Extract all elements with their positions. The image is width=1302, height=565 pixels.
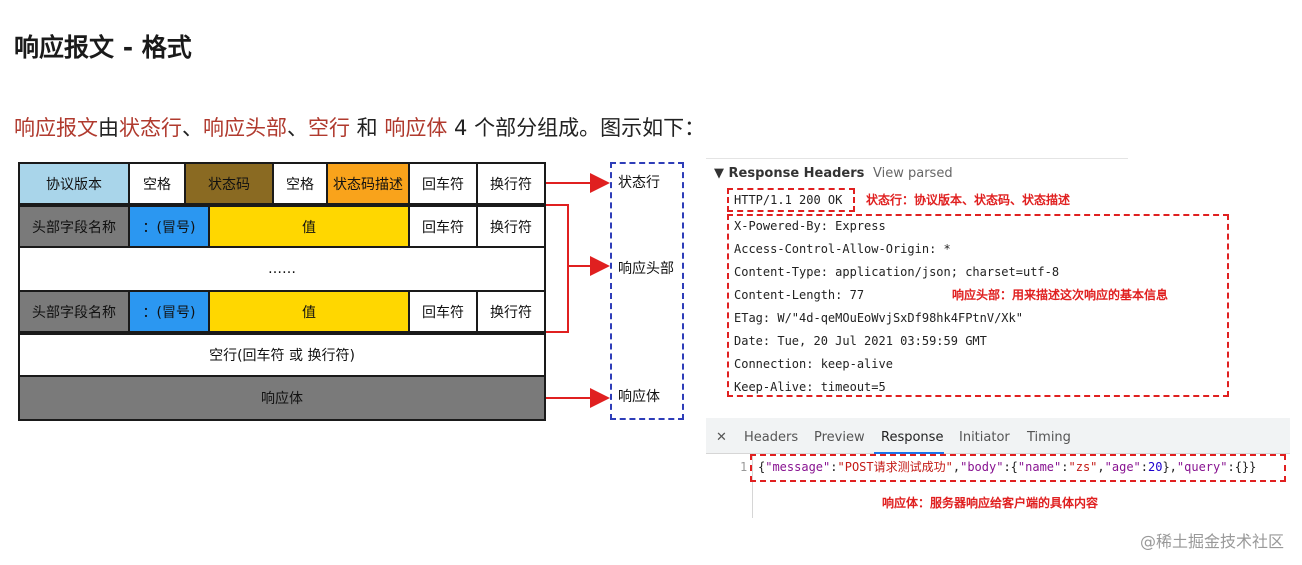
label-headers: 响应头部: [618, 261, 674, 277]
json-punct: :{}}: [1227, 460, 1257, 474]
cell-header-field-name: 头部字段名称: [18, 205, 130, 248]
headers-highlight: [727, 214, 1229, 397]
header-line: Access-Control-Allow-Origin: *: [734, 242, 951, 256]
watermark: @稀土掘金技术社区: [1139, 532, 1284, 551]
header-line: Content-Type: application/json; charset=…: [734, 265, 1060, 279]
tab-initiator[interactable]: Initiator: [959, 430, 1010, 445]
label-status-line: 状态行: [618, 175, 660, 191]
json-key: "message": [765, 460, 831, 474]
cell-carriage-return: 回车符: [408, 290, 478, 333]
cell-value: 值: [208, 205, 410, 248]
intro-term-headers: 响应头部: [203, 116, 287, 140]
header-line: Keep-Alive: timeout=5: [734, 380, 886, 394]
json-string: "zs": [1068, 460, 1098, 474]
cell-status-code: 状态码: [184, 162, 274, 205]
header-line: Content-Length: 77: [734, 288, 865, 302]
json-punct: ,: [1097, 460, 1105, 474]
cell-protocol-version: 协议版本: [18, 162, 130, 205]
status-line-highlight: [727, 188, 855, 212]
intro-text: 、: [182, 116, 203, 140]
json-punct: :: [830, 460, 838, 474]
view-parsed-link[interactable]: View parsed: [873, 166, 953, 181]
status-line-annotation: 状态行：协议版本、状态码、状态描述: [866, 193, 1071, 207]
json-punct: ,: [952, 460, 961, 474]
active-tab-indicator: [874, 452, 944, 454]
cell-response-body: 响应体: [18, 375, 546, 421]
response-json: {"message":"POST请求测试成功","body":{"name":"…: [758, 458, 1256, 475]
tab-timing[interactable]: Timing: [1027, 430, 1071, 445]
json-key: "query": [1176, 460, 1228, 474]
bracket-headers: [546, 204, 569, 333]
header-line: ETag: W/"4d-qeMOuEoWvjSxDf98hk4FPtnV/Xk": [734, 311, 1023, 325]
cell-blank-line: 空行(回车符 或 换行符): [18, 333, 546, 377]
cell-space: 空格: [272, 162, 328, 205]
json-key: "age": [1104, 460, 1141, 474]
intro-text: 由: [98, 116, 119, 140]
tab-preview[interactable]: Preview: [814, 430, 865, 445]
cell-carriage-return: 回车符: [408, 205, 478, 248]
label-body: 响应体: [618, 389, 660, 405]
line-number: 1: [740, 460, 748, 474]
intro-term-body: 响应体: [384, 116, 448, 140]
header-line: Connection: keep-alive: [734, 357, 893, 371]
json-punct: :: [1061, 460, 1069, 474]
json-punct: },: [1162, 460, 1177, 474]
gutter-divider: [752, 456, 753, 518]
cell-colon: ：(冒号): [128, 290, 210, 333]
intro-text: 和: [350, 116, 385, 140]
json-number: 20: [1148, 460, 1163, 474]
cell-status-description: 状态码描述: [326, 162, 410, 205]
headers-annotation: 响应头部：用来描述这次响应的基本信息: [952, 288, 1169, 302]
close-icon[interactable]: ✕: [716, 430, 727, 445]
intro-text: 4 个部分组成。图示如下：: [447, 116, 706, 140]
json-punct: :: [1140, 460, 1148, 474]
body-annotation: 响应体：服务器响应给客户端的具体内容: [882, 496, 1099, 510]
cell-header-field-name: 头部字段名称: [18, 290, 130, 333]
tab-headers[interactable]: Headers: [744, 430, 799, 445]
json-string: "POST请求测试成功": [837, 460, 953, 474]
cell-line-feed: 换行符: [476, 290, 546, 333]
json-key: "body": [960, 460, 1004, 474]
devtools-tabbar: [706, 418, 1290, 454]
cell-space: 空格: [128, 162, 186, 205]
json-punct: :{: [1003, 460, 1018, 474]
json-punct: {: [758, 460, 766, 474]
intro-paragraph: 响应报文由状态行、响应头部、空行 和 响应体 4 个部分组成。图示如下：: [14, 112, 705, 142]
intro-text: 、: [287, 116, 308, 140]
tab-response[interactable]: Response: [881, 430, 944, 445]
response-headers-title[interactable]: ▼ Response Headers: [714, 166, 865, 181]
header-line: X-Powered-By: Express: [734, 219, 886, 233]
intro-term-blank-line: 空行: [308, 116, 350, 140]
json-key: "name": [1017, 460, 1062, 474]
header-line: Date: Tue, 20 Jul 2021 03:59:59 GMT: [734, 334, 987, 348]
cell-line-feed: 换行符: [476, 162, 546, 205]
intro-term-status-line: 状态行: [119, 116, 182, 140]
intro-term-response-message: 响应报文: [14, 116, 98, 140]
status-line-text: HTTP/1.1 200 OK: [734, 193, 843, 207]
body-highlight: [750, 454, 1286, 482]
cell-value: 值: [208, 290, 410, 333]
response-headers-panel: [706, 158, 1128, 404]
page-title: 响应报文 - 格式: [14, 33, 192, 62]
part-bracket: [610, 162, 684, 420]
